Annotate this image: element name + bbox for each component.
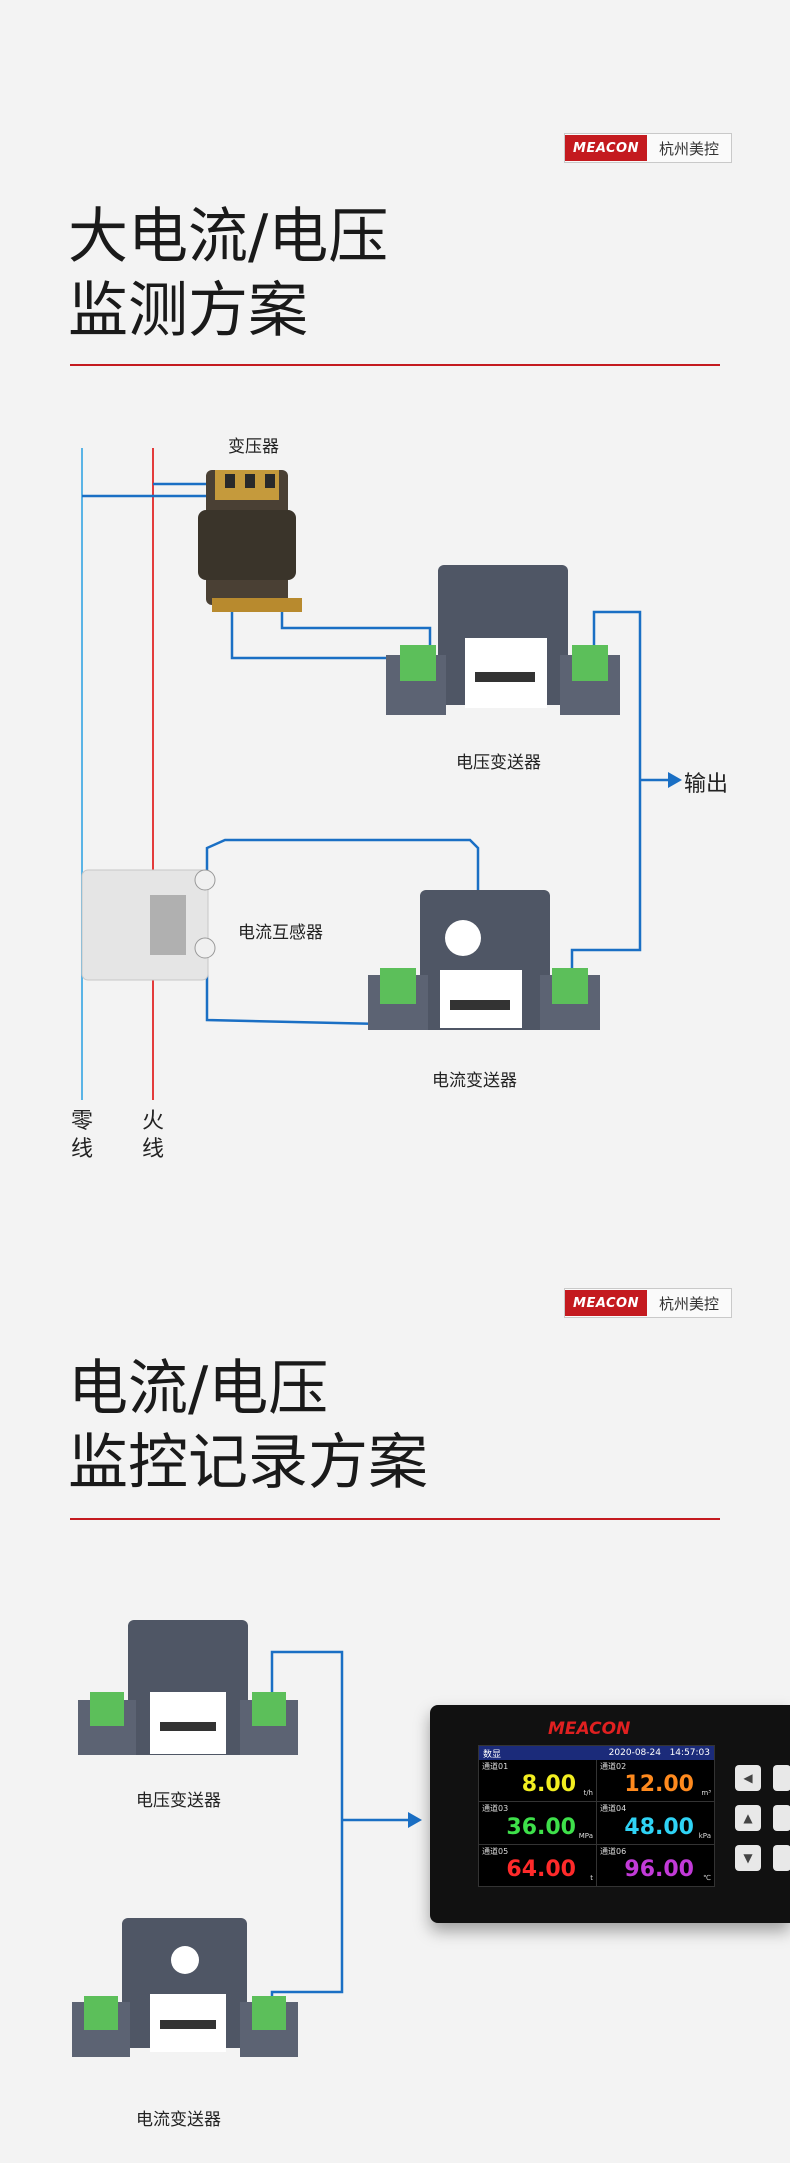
meacon-logo-mark: MEACON	[565, 135, 647, 161]
transformer-label: 变压器	[228, 437, 279, 457]
right-column-button-3[interactable]	[773, 1845, 790, 1871]
channel-unit: kPa	[698, 1831, 711, 1840]
current-transmitter-label-2: 电流变送器	[136, 2110, 221, 2130]
channel-name: 通道02	[600, 1762, 627, 1771]
wiring-diagram-1	[81, 448, 682, 1100]
current-transformer-device	[81, 869, 216, 981]
output-label: 输出	[684, 772, 729, 797]
brand-name-2: 杭州美控	[658, 1294, 719, 1313]
up-arrow-button[interactable]: ▲	[735, 1805, 761, 1831]
channel-name: 通道01	[482, 1762, 509, 1771]
paperless-recorder: MEACON 数显 2020-08-24 14:57:03 通道01 8.00 t/…	[430, 1705, 790, 1923]
channel-name: 通道04	[600, 1804, 627, 1814]
live-label: 火线	[141, 1109, 164, 1162]
channel-value: 96.00	[624, 1856, 694, 1882]
channel-value: 36.00	[506, 1814, 576, 1840]
channel-value: 48.00	[624, 1814, 694, 1840]
channel-name: 通道06	[600, 1846, 627, 1856]
section2-title-line2: 监控记录方案	[68, 1428, 428, 1498]
current-transmitter-label: 电流变送器	[432, 1071, 517, 1091]
brand-name: 杭州美控	[658, 139, 719, 158]
channel-value: 64.00	[506, 1856, 576, 1882]
screen-header: 数显 2020-08-24 14:57:03	[479, 1746, 714, 1760]
brand-logo: MEACON 杭州美控	[564, 133, 732, 163]
left-arrow-button[interactable]: ◀	[735, 1765, 761, 1791]
right-column-button-1[interactable]	[773, 1765, 790, 1791]
section2-divider	[70, 1518, 720, 1520]
current-transformer-label: 电流互感器	[238, 923, 323, 943]
voltage-transmitter-label-2: 电压变送器	[136, 1791, 221, 1811]
channel-unit: m³	[701, 1789, 711, 1798]
channel-unit: MPa	[578, 1831, 593, 1840]
brand-logo-2: MEACON 杭州美控	[564, 1288, 732, 1318]
channel-name: 通道05	[482, 1846, 509, 1856]
channel-value: 12.00	[624, 1772, 694, 1798]
recorder-logo: MEACON	[548, 1719, 631, 1739]
section1-title: 大电流/电压 监测方案	[68, 200, 388, 348]
screen-date: 2020-08-24	[608, 1748, 661, 1758]
channel-unit: ℃	[703, 1873, 711, 1882]
section2-title: 电流/电压 监控记录方案	[68, 1352, 428, 1500]
channel-value: 8.00	[521, 1772, 576, 1798]
section2-title-line1: 电流/电压	[68, 1354, 329, 1424]
transformer-device	[198, 470, 302, 612]
current-transmitter-device-2	[72, 1918, 298, 2057]
right-column-button-2[interactable]	[773, 1805, 790, 1831]
screen-datetime: 2020-08-24 14:57:03	[609, 1748, 710, 1758]
voltage-transmitter-device-2	[78, 1620, 298, 1755]
section1-title-line1: 大电流/电压	[68, 202, 389, 272]
channel-unit: t/h	[583, 1789, 593, 1798]
voltage-transmitter-device	[386, 565, 620, 715]
down-arrow-button[interactable]: ▼	[735, 1845, 761, 1871]
voltage-transmitter-label: 电压变送器	[456, 753, 541, 773]
screen-title: 数显	[483, 1749, 502, 1760]
meacon-logo-mark-2: MEACON	[565, 1290, 647, 1316]
section1-divider	[70, 364, 720, 366]
current-transmitter-device	[368, 890, 600, 1030]
channel-unit: t	[590, 1873, 593, 1882]
section1-title-line2: 监测方案	[68, 276, 308, 346]
channel-cell: 通道01 8.00 t/h	[479, 1760, 596, 1802]
neutral-label: 零线	[70, 1109, 93, 1162]
channel-name: 通道03	[482, 1804, 509, 1814]
screen-time: 14:57:03	[669, 1748, 710, 1758]
